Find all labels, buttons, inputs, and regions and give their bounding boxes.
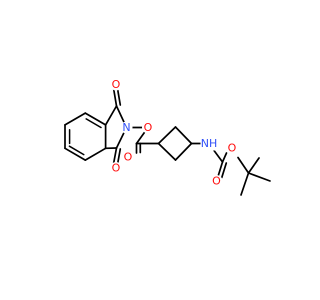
atom-label-carbonyl-o-top: O bbox=[112, 78, 121, 91]
atom-label-carbamate-o-ester: O bbox=[228, 142, 237, 155]
bond-benzene-1 bbox=[84, 112, 107, 126]
bond-carb-co-a bbox=[217, 161, 224, 178]
bond-cq-me3 bbox=[240, 172, 250, 196]
bond-ccarb-oester bbox=[221, 152, 228, 163]
bond-benzene-6 bbox=[64, 112, 87, 126]
bond-cb-1 bbox=[157, 126, 177, 145]
bond-cb-4 bbox=[157, 142, 177, 161]
atom-label-imide-n: N bbox=[122, 121, 130, 134]
atom-labels: O N O O O NH O O bbox=[110, 78, 238, 188]
atom-label-carbonyl-o-bottom: O bbox=[112, 162, 121, 175]
bond-cb-2 bbox=[174, 126, 193, 145]
molecule-structure-diagram: O N O O O NH O O bbox=[64, 78, 271, 196]
bond-c3-o-bottom-b bbox=[116, 148, 122, 166]
atom-label-carbamate-nh: NH bbox=[201, 137, 218, 150]
bond-benzene-4 bbox=[64, 147, 87, 161]
bond-cq-me1 bbox=[247, 157, 260, 174]
bond-c3a-c1 bbox=[104, 105, 118, 126]
bond-carb-co-b bbox=[220, 162, 228, 179]
bond-benzene-inner-b bbox=[68, 145, 85, 156]
atom-label-ester-carbonyl-o: O bbox=[124, 151, 133, 164]
bond-benzene-inner-a bbox=[85, 118, 102, 129]
bond-benzene-3 bbox=[84, 147, 107, 161]
bond-cb-3 bbox=[174, 142, 193, 161]
atom-label-n-oxy-o: O bbox=[144, 121, 153, 134]
bond-oester-cq bbox=[237, 156, 250, 174]
bond-nh-ccarb bbox=[213, 149, 224, 163]
bond-c1-o-top-a bbox=[112, 87, 118, 107]
atom-label-carbamate-carbonyl-o: O bbox=[212, 175, 221, 188]
bond-cq-me2 bbox=[247, 172, 271, 182]
bond-c3-o-bottom-a bbox=[112, 147, 118, 165]
benzene-ring bbox=[64, 112, 107, 161]
boc-carbamate bbox=[190, 142, 271, 196]
bond-c1-o-top-b bbox=[116, 87, 122, 106]
cyclobutane-ring bbox=[157, 126, 193, 161]
